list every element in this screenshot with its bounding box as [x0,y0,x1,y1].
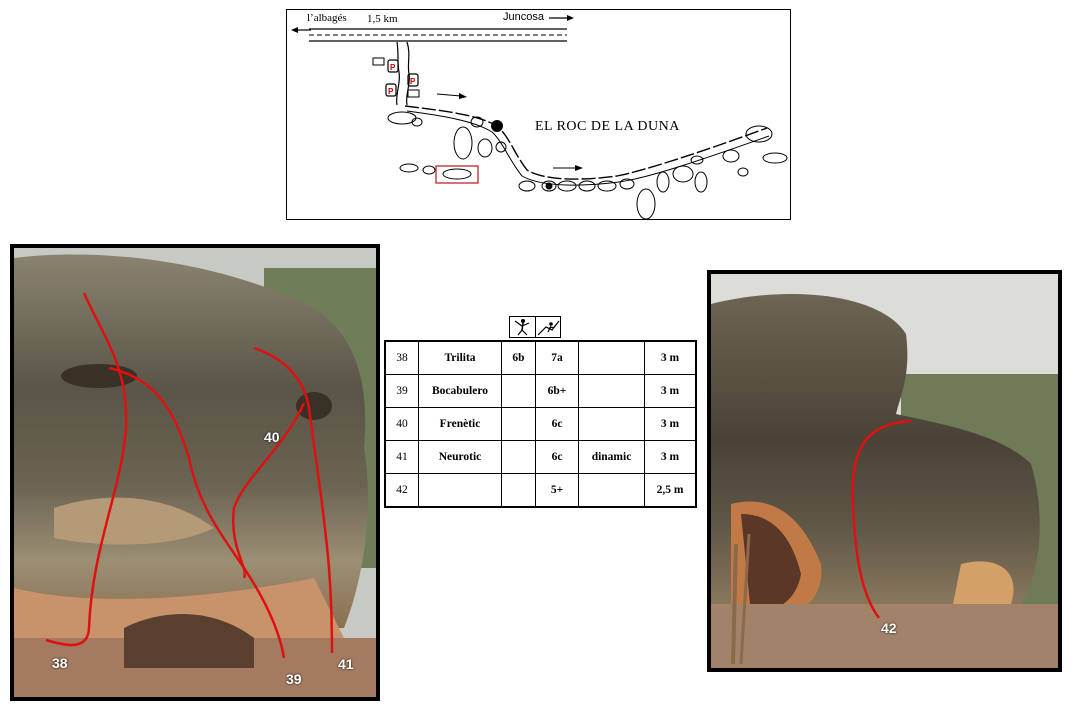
destination-left-label: l’albagés [307,12,347,24]
route-grade-b: 6c [535,407,579,441]
route-grade-a [501,407,536,441]
boulder-photo-left-drawing [14,248,376,697]
route-length: 3 m [644,440,697,474]
route-grade-b: 5+ [535,473,579,508]
route-label-41: 41 [338,656,354,672]
table-row: 38 Trilita 6b 7a 3 m [384,340,697,375]
route-label-42: 42 [881,620,897,636]
svg-text:P: P [410,77,416,86]
svg-text:P: P [388,87,394,96]
map-drawing: P P P [291,15,788,219]
table-row: 41 Neurotic 6c dinamic 3 m [384,440,697,474]
route-type-legend [509,316,561,338]
route-name: Trilita [418,340,502,375]
approach-map: P P P [286,9,791,220]
route-number: 39 [384,374,419,408]
routes-table: 38 Trilita 6b 7a 3 m 39 Bocabulero 6b+ 3… [384,340,697,508]
table-row: 39 Bocabulero 6b+ 3 m [384,374,697,408]
target-boulder-marker [435,165,479,184]
route-length: 3 m [644,340,697,375]
route-number: 38 [384,340,419,375]
boulder-photo-left: 38 39 40 41 [10,244,380,701]
boulder-photo-right: 42 [707,270,1062,672]
route-grade-b: 6b+ [535,374,579,408]
route-grade-b: 6c [535,440,579,474]
route-note [578,374,645,408]
route-length: 3 m [644,374,697,408]
table-row: 40 Frenètic 6c 3 m [384,407,697,441]
route-note [578,340,645,375]
route-grade-b: 7a [535,340,579,375]
climber-icon [510,317,536,337]
route-grade-a [501,473,536,508]
route-number: 40 [384,407,419,441]
route-grade-a: 6b [501,340,536,375]
route-note: dinamic [578,440,645,474]
route-length: 2,5 m [644,473,697,508]
route-length: 3 m [644,407,697,441]
route-label-39: 39 [286,671,302,687]
route-name: Frenètic [418,407,502,441]
route-grade-a [501,374,536,408]
sector-title: EL ROC DE LA DUNA [535,119,680,134]
boulder-icon [536,317,561,337]
route-name [418,473,502,508]
route-grade-a [501,440,536,474]
destination-right-label: Juncosa [503,11,544,23]
boulder-photo-right-drawing [711,274,1058,668]
svg-text:P: P [390,63,396,72]
route-label-38: 38 [52,655,68,671]
route-name: Neurotic [418,440,502,474]
route-note [578,473,645,508]
route-name: Bocabulero [418,374,502,408]
route-number: 41 [384,440,419,474]
distance-label: 1,5 km [367,13,398,25]
route-number: 42 [384,473,419,508]
route-label-40: 40 [264,429,280,445]
table-row: 42 5+ 2,5 m [384,473,697,508]
route-note [578,407,645,441]
